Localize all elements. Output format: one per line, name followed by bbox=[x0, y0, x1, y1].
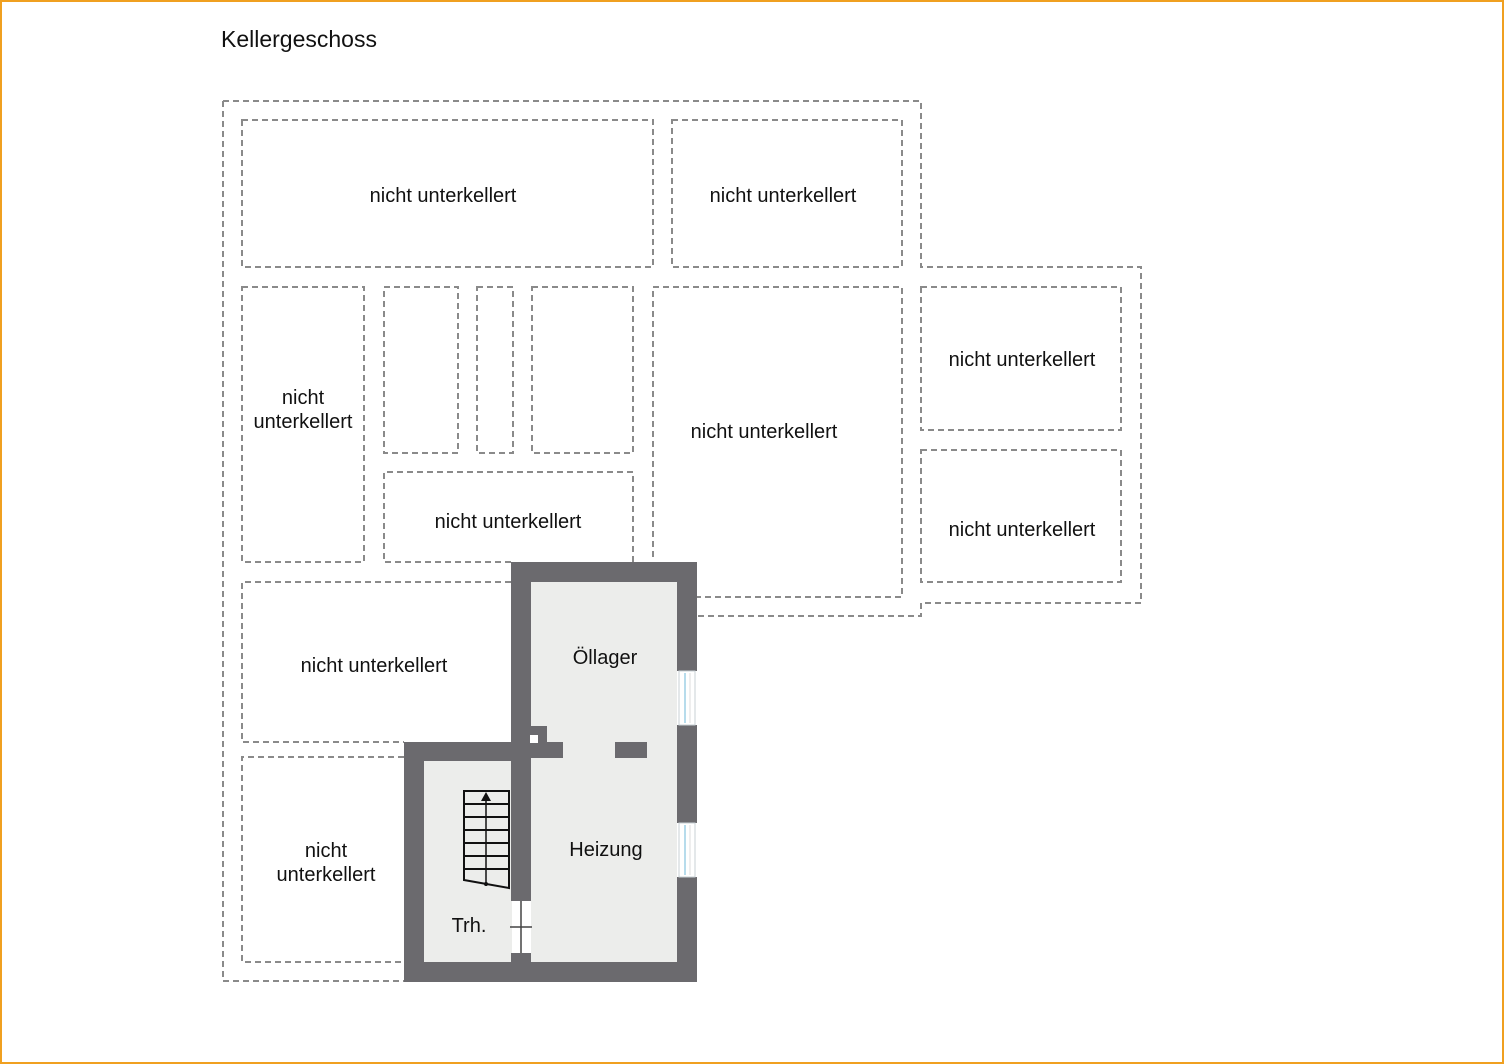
walls bbox=[404, 562, 697, 982]
label-not-basement-left-tall-2: unterkellert bbox=[254, 411, 353, 433]
label-not-basement-top-right: nicht unterkellert bbox=[710, 185, 857, 207]
area-top-right bbox=[671, 119, 903, 268]
window-icon bbox=[678, 670, 696, 726]
outer-outline bbox=[222, 100, 1142, 982]
area-middle-small bbox=[383, 471, 634, 563]
label-not-basement-right-lower: nicht unterkellert bbox=[949, 519, 1096, 541]
room-labels: Öllager Heizung Trh. nicht unterkellert … bbox=[254, 185, 1096, 937]
area-right-upper bbox=[920, 286, 1122, 431]
pillar-hole bbox=[530, 735, 538, 743]
floor-oellager-heizung bbox=[531, 582, 677, 963]
label-not-basement-right-upper: nicht unterkellert bbox=[949, 349, 1096, 371]
area-small-2 bbox=[476, 286, 514, 454]
area-small-3 bbox=[531, 286, 634, 454]
label-not-basement-center-large: nicht unterkellert bbox=[691, 421, 838, 443]
area-center-large bbox=[652, 286, 903, 598]
area-lower-left bbox=[241, 581, 511, 743]
plan-title: Kellergeschoss bbox=[221, 26, 377, 52]
area-right-lower bbox=[920, 449, 1122, 583]
area-left-tall bbox=[241, 286, 365, 563]
wall-top bbox=[511, 562, 697, 582]
wall-inner-upper bbox=[511, 582, 531, 742]
label-treppenhaus: Trh. bbox=[452, 915, 487, 937]
outline-group bbox=[222, 100, 1142, 982]
window-icon bbox=[678, 822, 696, 878]
area-small-1 bbox=[383, 286, 459, 454]
label-not-basement-middle-small: nicht unterkellert bbox=[435, 511, 582, 533]
wall-inner-stub bbox=[511, 953, 531, 962]
label-not-basement-lower-left: nicht unterkellert bbox=[301, 655, 448, 677]
wall-right-middle bbox=[677, 725, 697, 823]
wall-right-lower bbox=[677, 877, 697, 982]
wall-right-upper bbox=[677, 582, 697, 671]
area-top-left bbox=[241, 119, 654, 268]
wall-inner-lower bbox=[511, 742, 531, 901]
label-not-basement-bottom-left-2: unterkellert bbox=[277, 864, 376, 886]
pillar-right bbox=[615, 742, 647, 758]
door-icon bbox=[510, 901, 532, 953]
label-heizung: Heizung bbox=[569, 839, 642, 861]
label-oellager: Öllager bbox=[573, 647, 638, 669]
floor-treppenhaus bbox=[424, 761, 512, 963]
label-not-basement-bottom-left-1: nicht bbox=[305, 840, 348, 862]
basement-floors bbox=[424, 582, 677, 963]
wall-top-stair bbox=[404, 742, 531, 761]
label-not-basement-top-left: nicht unterkellert bbox=[370, 185, 517, 207]
area-bottom-left bbox=[241, 756, 404, 963]
wall-left-stair bbox=[404, 742, 424, 962]
wall-bottom bbox=[404, 962, 697, 982]
pillar-left-lower bbox=[531, 742, 563, 758]
label-not-basement-left-tall-1: nicht bbox=[282, 387, 325, 409]
staircase-icon bbox=[463, 790, 510, 890]
